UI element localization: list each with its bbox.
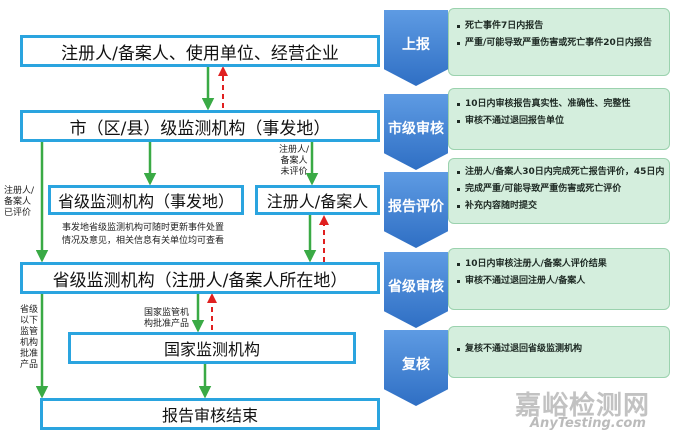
note-report: 死亡事件7日内报告 严重/可能导致严重伤害或死亡事件20日内报告 xyxy=(448,8,670,76)
note-line: 补充内容随时提交 xyxy=(457,198,663,215)
note-line: 10日内审核注册人/备案人评价结果 xyxy=(457,256,663,273)
stage-city-review: 市级审核 xyxy=(384,94,448,170)
box-prov-monitor-event: 省级监测机构（事发地） xyxy=(48,185,244,215)
note-recheck: 复核不通过退回省级监测机构 xyxy=(448,326,670,378)
note-line: 严重/可能导致严重伤害或死亡事件20日内报告 xyxy=(457,35,663,52)
note-line: 完成严重/可能导致严重伤害或死亡评价 xyxy=(457,181,663,198)
box-end: 报告审核结束 xyxy=(40,398,380,430)
watermark-cn: 嘉峪检测网 xyxy=(515,391,651,421)
note-line: 死亡事件7日内报告 xyxy=(457,18,663,35)
label-provincial-approval: 省级 以下 监管 机构 批准 产品 xyxy=(20,305,39,370)
note-provincial-review: 10日内审核注册人/备案人评价结果 审核不通过退回注册人/备案人 xyxy=(448,248,670,310)
note-line: 复核不通过退回省级监测机构 xyxy=(457,341,663,358)
stage-report-evaluation: 报告评价 xyxy=(384,172,448,248)
label-prov-event-note: 事发地省级监测机构可随时更新事件处置 情况及意见，相关信息有关单位均可查看 xyxy=(62,223,225,246)
stage-report: 上报 xyxy=(384,10,448,86)
watermark-en: AnyTesting.com xyxy=(530,416,646,431)
label-registrant-not-evaluated: 注册人/ 备案人 未评价 xyxy=(279,145,310,177)
note-line: 审核不通过退回注册人/备案人 xyxy=(457,273,663,290)
note-line: 审核不通过退回报告单位 xyxy=(457,113,663,130)
box-reporters: 注册人/备案人、使用单位、经营企业 xyxy=(20,35,380,67)
label-national-approval: 国家监管机 构批准产品 xyxy=(144,308,190,329)
box-prov-monitor-registrant: 省级监测机构（注册人/备案人所在地） xyxy=(20,262,380,294)
box-city-monitor: 市（区/县）级监测机构（事发地） xyxy=(20,110,380,142)
box-national-monitor: 国家监测机构 xyxy=(68,332,356,364)
note-line: 注册人/备案人30日内完成死亡报告评价，45日内 xyxy=(457,164,664,181)
note-line: 10日内审核报告真实性、准确性、完整性 xyxy=(457,96,663,113)
note-report-evaluation: 注册人/备案人30日内完成死亡报告评价，45日内 完成严重/可能导致严重伤害或死… xyxy=(448,158,670,224)
label-registrant-evaluated: 注册人/ 备案人 已评价 xyxy=(4,186,35,218)
note-city-review: 10日内审核报告真实性、准确性、完整性 审核不通过退回报告单位 xyxy=(448,88,670,150)
stage-recheck: 复核 xyxy=(384,330,448,406)
stage-provincial-review: 省级审核 xyxy=(384,252,448,328)
box-registrant: 注册人/备案人 xyxy=(255,185,380,215)
